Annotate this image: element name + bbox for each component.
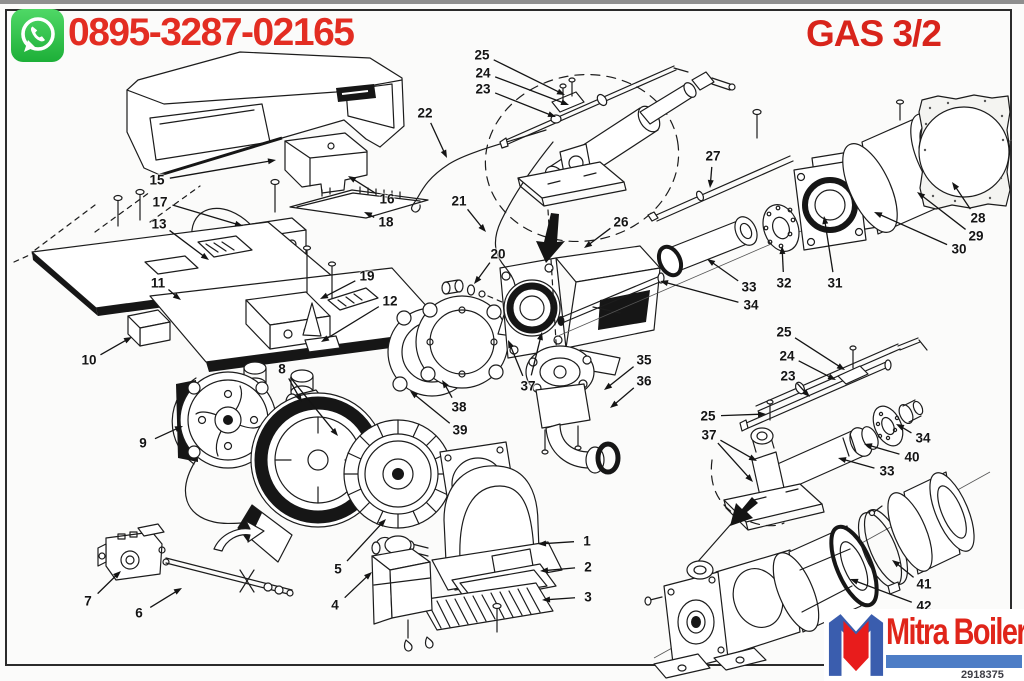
- phone-number: 0895-3287-02165: [68, 11, 355, 54]
- direction-arrow: [213, 520, 265, 552]
- bracket-19: [302, 302, 322, 337]
- flame-tube-assembly: [644, 471, 991, 679]
- scan-edge-strip: [0, 0, 1024, 4]
- fan-wheel: [343, 419, 453, 529]
- capillary-22: [410, 129, 547, 213]
- brand-underline: [886, 655, 1022, 668]
- mitra-boiler-logo: Mitra Boiler 2918375: [824, 609, 1024, 681]
- mounting-flange-rings: [387, 295, 509, 397]
- rod-27: [653, 155, 794, 222]
- assembly-dashed-lines: [13, 185, 201, 263]
- callout-arrow: [536, 213, 565, 263]
- ring-40: [861, 426, 879, 450]
- base-grill: [419, 582, 554, 649]
- burner-body: [499, 216, 758, 376]
- control-cover: [284, 132, 368, 194]
- gas-train-detail-view: [693, 337, 928, 567]
- terminal-board: [289, 186, 429, 219]
- gas-valve-block: [97, 523, 294, 597]
- motor: [171, 371, 306, 525]
- junction-box: [127, 309, 171, 347]
- pump-unit: [371, 535, 433, 652]
- diagram-border-frame: [5, 9, 1012, 666]
- doc-number: 2918375: [961, 669, 1004, 681]
- flange-disc-32: [762, 204, 800, 252]
- butterfly-valve: [525, 209, 621, 475]
- model-title: GAS 3/2: [806, 13, 942, 54]
- mitra-m-icon: [828, 614, 884, 676]
- combustion-head-assembly: [557, 94, 1013, 337]
- brand-name: Mitra Boiler: [886, 611, 1024, 652]
- hood-cover: [126, 51, 405, 177]
- whatsapp-icon: [11, 9, 64, 62]
- gas-train-callout: [410, 65, 736, 286]
